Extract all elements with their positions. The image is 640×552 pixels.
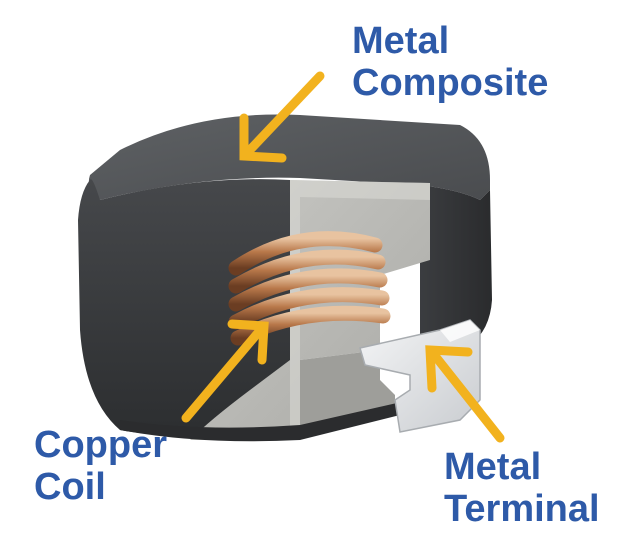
coil-turn xyxy=(228,249,386,294)
label-copper-coil: Copper Coil xyxy=(34,424,167,508)
label-line: Terminal xyxy=(444,488,600,530)
arrow-icon xyxy=(239,71,325,163)
label-metal-composite: Metal Composite xyxy=(352,20,548,104)
label-line: Composite xyxy=(352,62,549,104)
label-line: Metal xyxy=(352,20,450,62)
arrow-icon xyxy=(425,345,505,443)
label-line: Metal xyxy=(444,446,542,488)
coil-turn xyxy=(228,268,388,312)
label-line: Copper xyxy=(34,424,167,466)
coil-turn xyxy=(228,231,383,276)
label-line: Coil xyxy=(34,466,106,508)
inductor-body xyxy=(78,114,492,436)
label-metal-terminal: Metal Terminal xyxy=(444,446,600,530)
coil-turn xyxy=(228,287,390,330)
arrow-icon xyxy=(181,319,269,423)
